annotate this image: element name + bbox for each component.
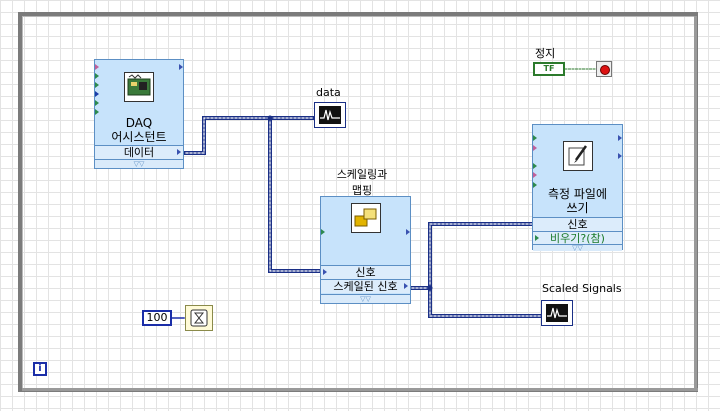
stop-terminal-icon[interactable] — [596, 61, 612, 77]
wait-timer-icon[interactable] — [185, 305, 213, 331]
daq-pin-3[interactable] — [95, 82, 99, 88]
write-title: 측정 파일에 쓰기 — [533, 187, 622, 215]
write-pin-out-2[interactable] — [618, 153, 622, 159]
scaled-graph-indicator[interactable] — [541, 300, 573, 326]
scaling-pin-left[interactable] — [321, 229, 325, 235]
while-loop-shadow-right — [694, 16, 697, 391]
scaling-input-terminal[interactable]: 신호 — [321, 265, 410, 279]
write-title-line1: 측정 파일에 — [547, 187, 607, 201]
wire-junction-dot-2 — [427, 285, 433, 291]
write-pin-4[interactable] — [533, 172, 537, 178]
data-graph-label: data — [316, 86, 341, 99]
stop-boolean-terminal[interactable]: TF — [533, 62, 565, 76]
daq-pin-4[interactable] — [95, 91, 99, 97]
write-pin-out-1[interactable] — [618, 135, 622, 141]
write-file-vi[interactable]: 측정 파일에 쓰기 신호 비우기?(참) ▽▽ — [532, 124, 623, 252]
waveform-graph-icon — [546, 304, 568, 322]
daq-output-terminal[interactable]: 데이터 — [95, 145, 183, 159]
scaling-title-line2: 맵핑 — [351, 184, 373, 197]
scaling-title-above: 스케일링과 맵핑 — [332, 166, 392, 198]
write-option-label: 비우기?(참) — [550, 232, 605, 245]
write-option-pin[interactable] — [535, 235, 539, 241]
iteration-terminal[interactable]: i — [33, 362, 47, 376]
wire-junction2-to-scaled-graph — [428, 286, 542, 318]
scaling-blocks-icon — [351, 203, 381, 233]
write-option-terminal[interactable]: 비우기?(참) — [533, 231, 622, 245]
wait-constant[interactable]: 100 — [142, 310, 172, 326]
daq-title: DAQ 어시스턴트 — [95, 116, 183, 144]
data-graph-indicator[interactable] — [314, 102, 346, 128]
scaling-expand-bar[interactable]: ▽▽ — [321, 294, 410, 303]
scaling-input-label: 신호 — [355, 266, 376, 279]
write-title-line2: 쓰기 — [566, 201, 589, 215]
write-signal-label: 신호 — [567, 218, 588, 231]
scaling-output-terminal[interactable]: 스케일된 신호 — [321, 279, 410, 293]
while-loop-shadow — [22, 388, 698, 391]
daq-card-icon — [124, 72, 154, 102]
daq-pin-6[interactable] — [95, 109, 99, 115]
write-pin-3[interactable] — [533, 163, 537, 169]
daq-title-line1: DAQ — [125, 116, 153, 130]
daq-pin-1[interactable] — [95, 64, 99, 70]
write-pin-1[interactable] — [533, 135, 537, 141]
scaling-mapping-vi[interactable]: 신호 스케일된 신호 ▽▽ — [320, 196, 411, 304]
scaled-graph-label: Scaled Signals — [542, 282, 622, 295]
wire-daq-to-junction — [184, 116, 272, 155]
stop-label: 정지 — [535, 47, 556, 60]
daq-title-line2: 어시스턴트 — [111, 130, 167, 144]
daq-pin-5[interactable] — [95, 100, 99, 106]
daq-output-label: 데이터 — [123, 146, 155, 159]
pen-paper-icon — [563, 141, 593, 171]
waveform-graph-icon — [319, 106, 341, 124]
write-pin-5[interactable] — [533, 182, 537, 188]
wire-junction2-to-writefile — [428, 222, 534, 290]
wire-junction-to-scaling — [268, 116, 324, 273]
daq-pin-out-1[interactable] — [179, 64, 183, 70]
write-expand-bar[interactable]: ▽▽ — [533, 244, 622, 252]
daq-pin-2[interactable] — [95, 73, 99, 79]
wire-junction-dot-1 — [267, 115, 273, 121]
scaling-pin-right[interactable] — [406, 229, 410, 235]
scaling-output-pin[interactable] — [404, 283, 408, 289]
daq-expand-bar[interactable]: ▽▽ — [95, 159, 183, 168]
write-signal-terminal[interactable]: 신호 — [533, 217, 622, 231]
daq-assistant-vi[interactable]: DAQ 어시스턴트 데이터 ▽▽ — [94, 59, 184, 169]
stop-dot — [600, 65, 610, 75]
scaling-output-label: 스케일된 신호 — [333, 280, 398, 293]
scaling-input-pin[interactable] — [323, 269, 327, 275]
daq-output-pin[interactable] — [177, 149, 181, 155]
scaling-title-line1: 스케일링과 — [336, 168, 388, 181]
write-pin-2[interactable] — [533, 145, 537, 151]
